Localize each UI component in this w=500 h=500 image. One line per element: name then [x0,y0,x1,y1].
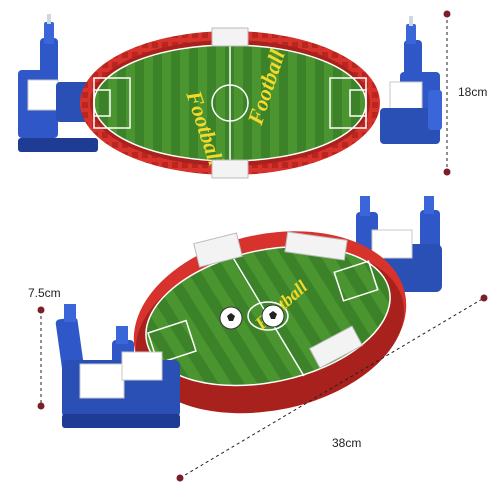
width-label: 38cm [332,436,362,450]
dimension-dot-icon [37,402,45,410]
pitch: Football Football [93,44,367,169]
top-goal-net-icon [211,27,249,47]
dimension-dot-icon [443,168,451,176]
dimension-dot-icon [176,474,184,482]
dimension-dot-icon [443,10,451,18]
depth-label: 7.5cm [28,286,61,300]
right-goal-handle [380,16,442,144]
width-dimension [176,294,488,482]
toy-top-view: Football Football [18,14,442,179]
dimension-dot-icon [37,306,45,314]
bottom-goal-net-icon [211,159,249,179]
soccer-ball-icon [219,306,243,330]
front-goal-handle [55,304,180,428]
goal-net-icon [193,232,243,268]
height-label: 18cm [458,85,488,99]
soccer-ball-icon [261,304,285,328]
toy-perspective-view: Football [55,196,442,428]
height-dimension [443,10,451,176]
goal-net-icon [284,231,348,261]
goal-net-icon [308,325,364,369]
dimension-dot-icon [480,294,488,302]
depth-dimension [37,306,45,410]
